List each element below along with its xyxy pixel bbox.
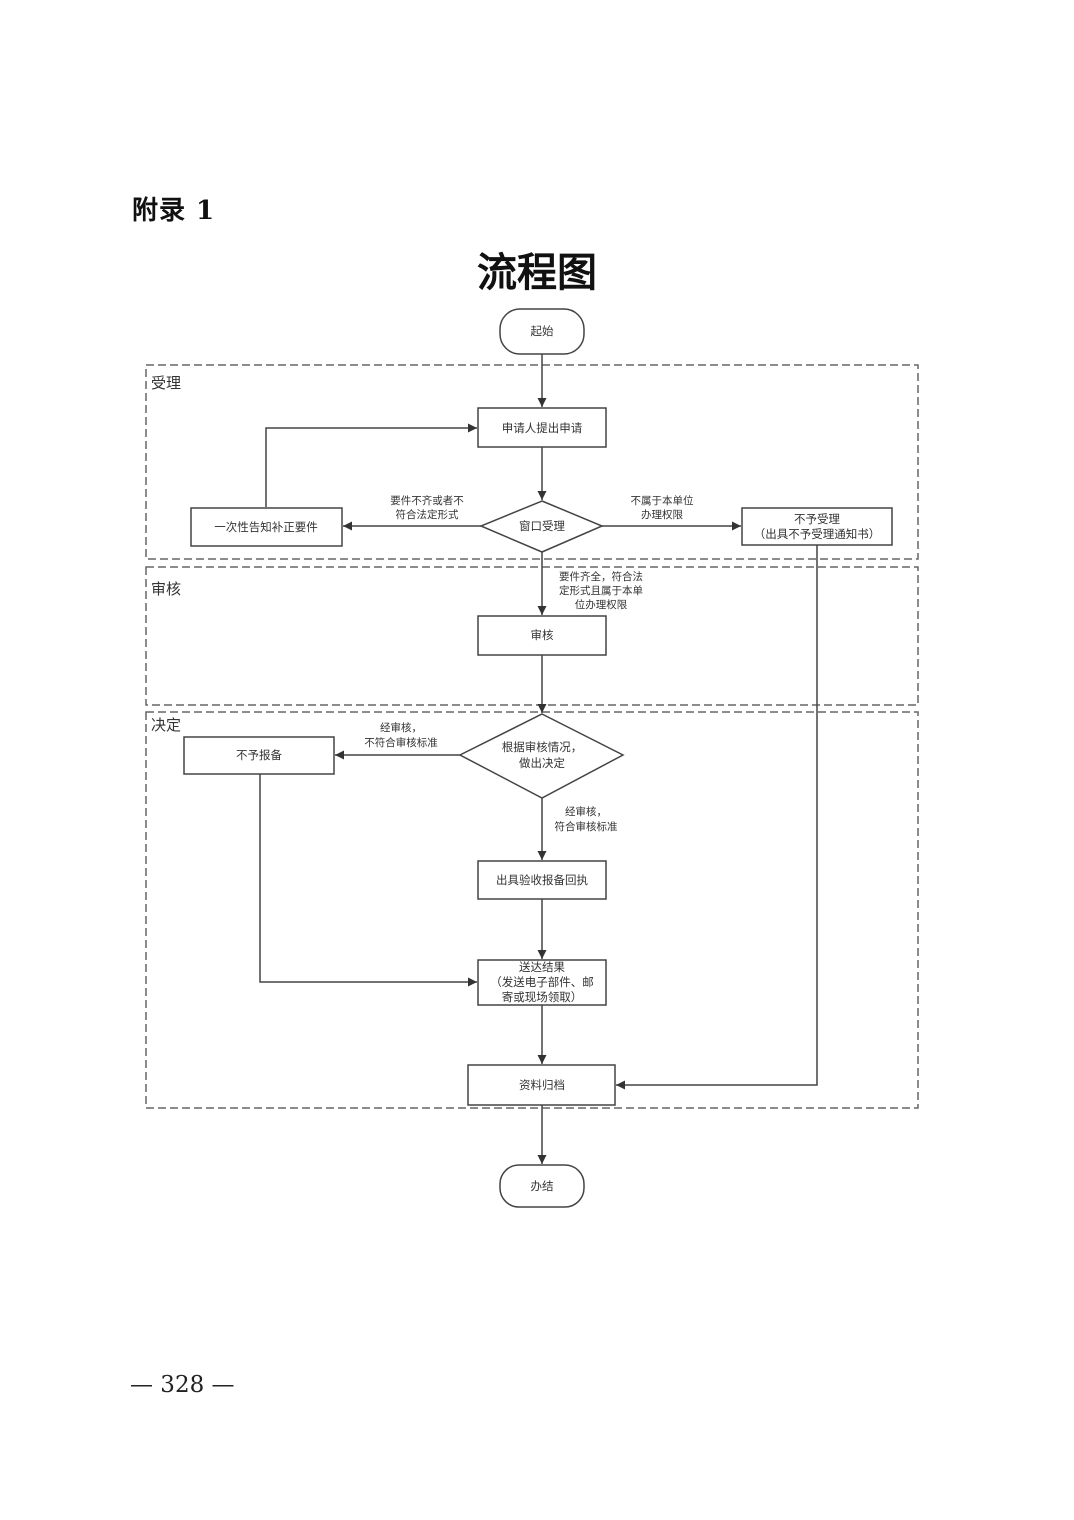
node-deliver: 送达结果 （发送电子部件、邮 寄或现场领取）	[477, 959, 607, 1006]
edge-label-line: 符合审核标准	[555, 820, 618, 833]
node-label: 资料归档	[519, 1078, 565, 1092]
node-label: 一次性告知补正要件	[214, 520, 318, 534]
edge-label-line: 不属于本单位	[631, 494, 694, 507]
lane-decide: 决定	[145, 711, 919, 1109]
edge-label-complete: 要件齐全，符合法 定形式且属于本单 位办理权限	[559, 570, 643, 611]
node-label: 不予受理	[794, 512, 840, 526]
node-archive: 资料归档	[467, 1064, 616, 1106]
node-review: 审核	[477, 615, 607, 656]
edge-label-line: 办理权限	[641, 508, 683, 521]
edge-label-line: 经审核，	[565, 805, 607, 818]
edge-label-line: 不符合审核标准	[364, 736, 438, 749]
node-label: 出具验收报备回执	[496, 873, 588, 887]
node-label: 做出决定	[519, 756, 565, 770]
lane-label: 受理	[151, 374, 181, 392]
edge-label-incomplete: 要件不齐或者不 符合法定形式	[390, 494, 464, 521]
edge-label-line: 要件不齐或者不	[390, 494, 464, 507]
lane-accept: 受理	[145, 364, 919, 560]
node-label: 办结	[531, 1179, 554, 1193]
edge-notify-apply	[265, 423, 477, 507]
node-label: （出具不予受理通知书）	[754, 527, 881, 541]
edge-label-out-of-scope: 不属于本单位 办理权限	[631, 494, 694, 521]
edge-label-line: 经审核，	[380, 721, 422, 734]
node-label: 申请人提出申请	[502, 421, 583, 435]
node-no-record: 不予报备	[183, 736, 335, 775]
edge-label-fail: 经审核， 不符合审核标准	[364, 721, 438, 749]
edge-label-line: 符合法定形式	[396, 508, 459, 521]
node-end: 办结	[499, 1164, 585, 1208]
node-label: 送达结果	[519, 960, 565, 974]
node-decide: 根据审核情况， 做出决定	[458, 713, 625, 799]
node-label: （发送电子部件、邮	[490, 975, 594, 989]
node-reject: 不予受理 （出具不予受理通知书）	[741, 507, 893, 546]
edge-label-line: 要件齐全，符合法	[559, 570, 643, 583]
node-label: 不予报备	[236, 748, 282, 762]
edge-label-line: 位办理权限	[575, 598, 628, 611]
edge-norecord-deliver	[259, 774, 477, 987]
node-apply: 申请人提出申请	[477, 407, 607, 448]
node-label: 根据审核情况，	[502, 740, 583, 754]
edge-label-pass: 经审核， 符合审核标准	[555, 805, 618, 833]
edge-label-line: 定形式且属于本单	[559, 584, 643, 597]
node-label: 窗口受理	[519, 519, 565, 533]
node-start: 起始	[499, 308, 585, 355]
node-window: 窗口受理	[479, 500, 604, 553]
lane-label: 决定	[151, 716, 181, 734]
page-number: — 328 —	[130, 1372, 235, 1398]
page-title: 流程图	[477, 249, 597, 296]
appendix-label: 附录 1	[132, 196, 216, 226]
node-label: 起始	[531, 324, 554, 338]
lane-label: 审核	[151, 580, 181, 598]
node-label: 寄或现场领取）	[502, 990, 583, 1004]
lane-review: 审核	[145, 566, 919, 706]
node-label: 审核	[531, 628, 554, 642]
node-notify: 一次性告知补正要件	[190, 507, 343, 547]
node-receipt: 出具验收报备回执	[477, 860, 607, 900]
edge-reject-archive	[616, 545, 818, 1090]
